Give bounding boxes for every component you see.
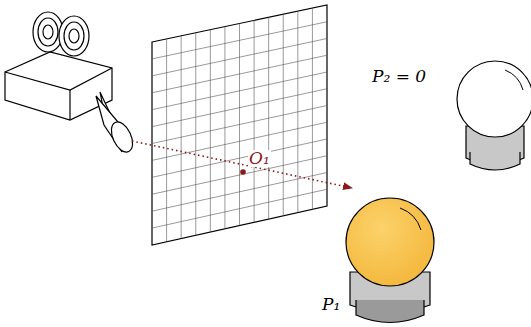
screen — [152, 5, 327, 245]
bulb-label: P₂ = 0 — [372, 68, 426, 85]
bulb-off — [457, 61, 531, 170]
bulb-label: P₁ — [322, 296, 340, 313]
light-ray — [132, 141, 352, 188]
bulb-on — [346, 198, 434, 323]
projector — [5, 12, 137, 155]
point-label: O₁ — [248, 150, 271, 167]
origin-point — [240, 169, 246, 175]
